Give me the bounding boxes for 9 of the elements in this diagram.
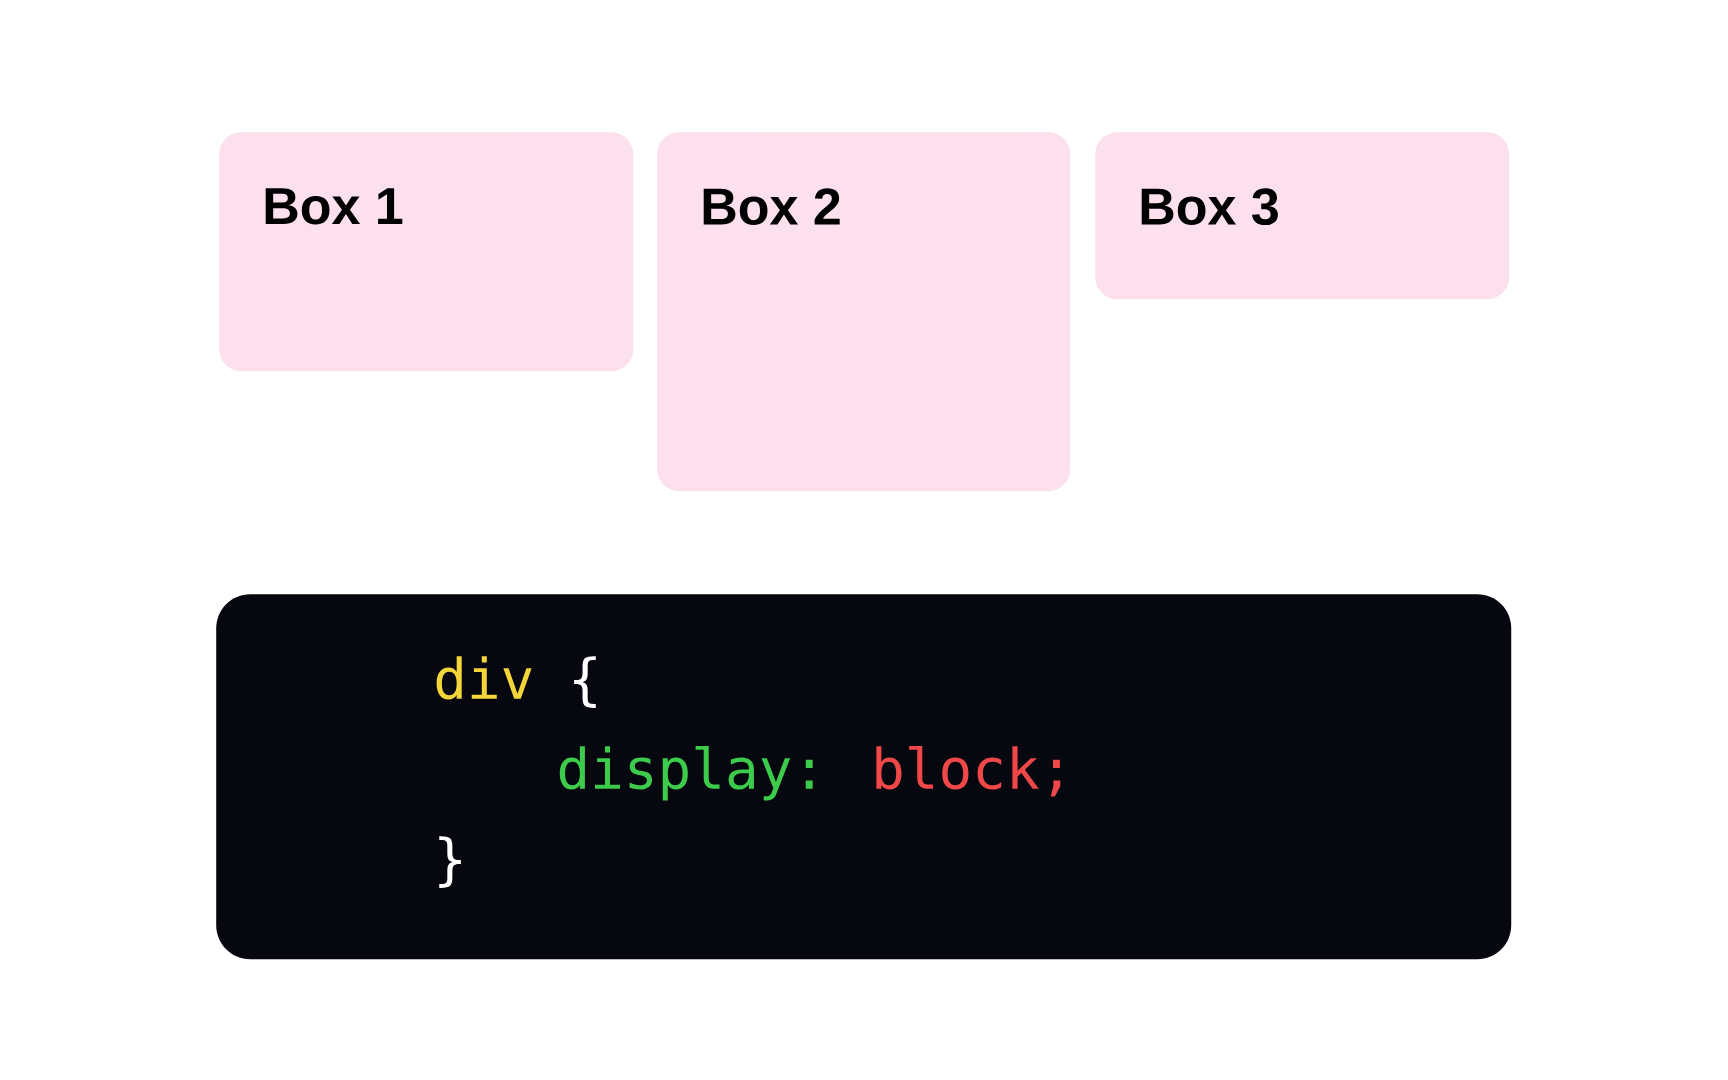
node-label: div: [436, 656, 532, 700]
code-snippet: div { display: block; }: [436, 656, 1061, 888]
card: Box 2: [657, 132, 1071, 492]
node-label: display:: [559, 745, 813, 801]
card: Box 3: [1095, 132, 1510, 300]
card: Box 1: [219, 132, 634, 372]
node-label: block;: [876, 745, 1061, 797]
node-label: {: [574, 656, 596, 708]
node-label: }: [439, 836, 461, 888]
